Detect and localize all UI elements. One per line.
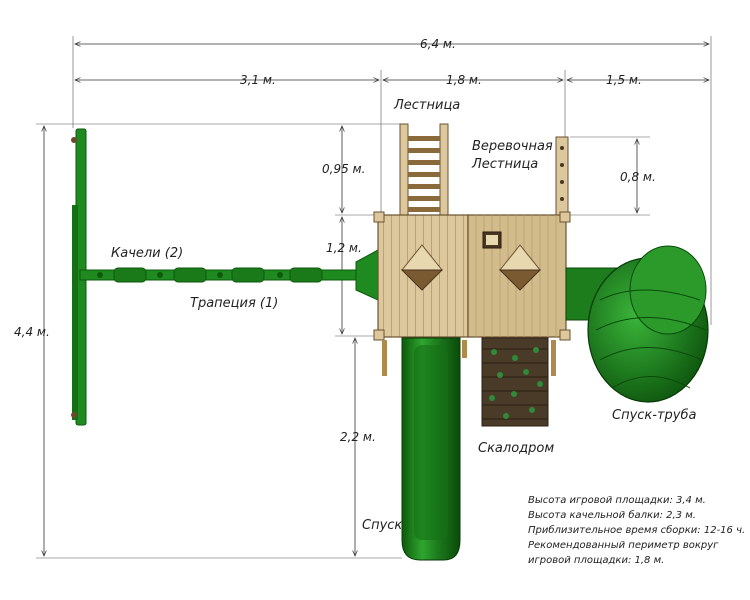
tube-slide-label: Спуск-труба	[612, 408, 696, 423]
trapeze-label: Трапеция (1)	[190, 296, 278, 311]
slide-length-text: 2,2 м.	[340, 430, 376, 444]
middle-width-text: 1,8 м.	[446, 73, 482, 87]
straight-slide	[401, 337, 461, 561]
note-line: Высота игровой площадки: 3,4 м.	[528, 495, 706, 506]
climbing-wall	[481, 337, 549, 427]
right-width-text: 1,5 м.	[606, 73, 642, 87]
deck	[373, 211, 571, 376]
ladder	[399, 123, 449, 217]
climbing-wall-label: Скалодром	[478, 441, 554, 456]
swing-set	[71, 128, 379, 426]
total-height-text: 4,4 м.	[14, 325, 50, 339]
rope-ladder-length-text: 0,8 м.	[620, 170, 656, 184]
note-line: игровой площадки: 1,8 м.	[528, 555, 664, 566]
rope-ladder-post	[555, 136, 569, 216]
slide-label: Спуск	[362, 518, 402, 533]
extension-lines	[36, 36, 712, 559]
note-line: Приблизительное время сборки: 12-16 ч.	[528, 524, 745, 536]
deck-height-text: 1,2 м.	[326, 241, 362, 255]
note-line: Рекомендованный периметр вокруг	[528, 540, 719, 551]
left-width-text: 3,1 м.	[240, 73, 276, 87]
rope-ladder-label-1: Веревочная	[472, 139, 553, 154]
ladder-length-text: 0,95 м.	[322, 162, 365, 176]
swings-label: Качели (2)	[111, 246, 183, 261]
note-line: Высота качельной балки: 2,3 м.	[528, 509, 696, 521]
dimension-texts: 6,4 м. 3,1 м. 1,8 м. 1,5 м. 4,4 м. 0,95 …	[14, 37, 656, 444]
total-width-text: 6,4 м.	[420, 37, 456, 51]
component-labels: Лестница Веревочная Лестница Качели (2) …	[111, 98, 696, 533]
ladder-label: Лестница	[393, 98, 460, 113]
rope-ladder-label-2: Лестница	[471, 157, 538, 172]
tube-slide	[565, 245, 709, 403]
spec-notes: Высота игровой площадки: 3,4 м. Высота к…	[528, 495, 745, 566]
